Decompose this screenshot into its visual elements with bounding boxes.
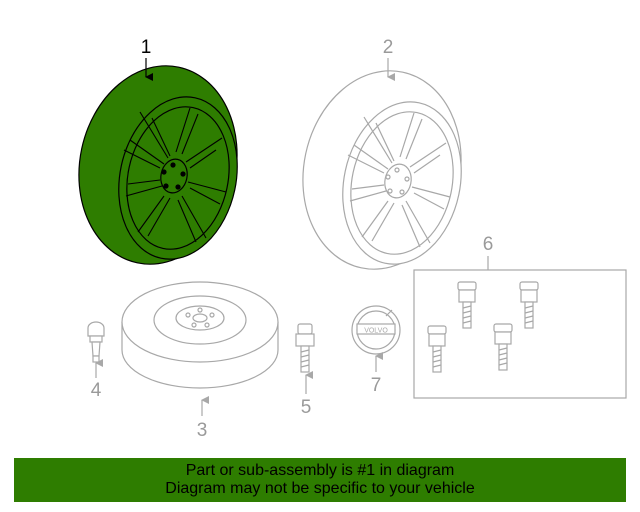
callout-2[interactable]: 2: [382, 37, 394, 58]
valve-stem-icon[interactable]: [87, 321, 105, 363]
callout-6[interactable]: 6: [482, 234, 494, 255]
alloy-wheel-icon[interactable]: [285, 56, 479, 284]
callout-1[interactable]: 1: [140, 37, 152, 58]
callout-5[interactable]: 5: [300, 397, 312, 418]
center-cap-icon[interactable]: VOLVO: [351, 305, 401, 355]
banner-line-1: Part or sub-assembly is #1 in diagram: [185, 462, 455, 479]
parts-diagram: VOLVO: [61, 51, 627, 416]
banner-line-2: Diagram may not be specific to your vehi…: [165, 480, 475, 497]
wheel-bolt-icon[interactable]: [295, 323, 315, 373]
locking-bolt-icon: [427, 281, 539, 373]
callout-3[interactable]: 3: [196, 420, 208, 441]
locking-bolt-kit-icon[interactable]: [413, 269, 627, 399]
callout-7[interactable]: 7: [370, 375, 382, 396]
diagram-notice-banner: Part or sub-assembly is #1 in diagram Di…: [14, 458, 626, 502]
callout-4[interactable]: 4: [90, 380, 102, 401]
alloy-wheel-icon[interactable]: [61, 51, 255, 279]
spare-tire-icon[interactable]: [121, 281, 279, 389]
center-cap-logo-text: VOLVO: [364, 328, 388, 335]
